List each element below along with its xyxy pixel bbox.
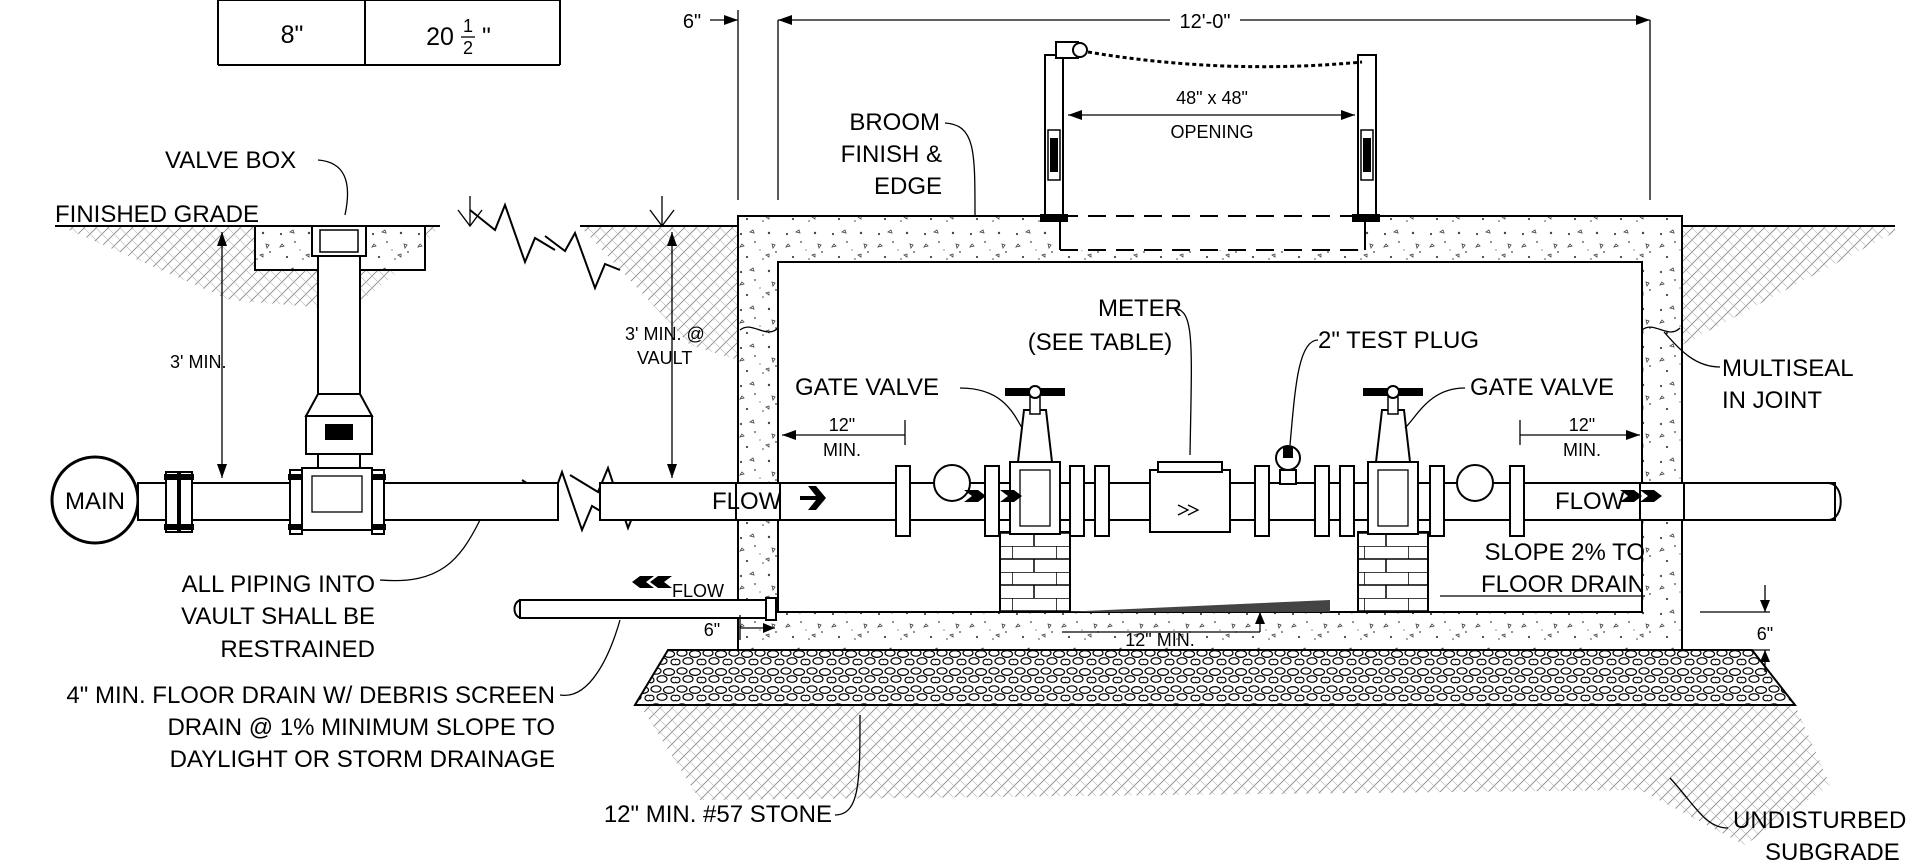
min-3ft-vault-label-2: VAULT xyxy=(637,348,692,368)
dimension-lines xyxy=(217,10,1770,672)
stone-label: 12" MIN. #57 STONE xyxy=(604,801,832,828)
min12-right-label-1: 12" xyxy=(1569,415,1595,435)
floor-6-label: 6" xyxy=(1757,624,1773,644)
drain-label-2: DRAIN @ 1% MINIMUM SLOPE TO xyxy=(167,714,555,741)
valve-box-assembly xyxy=(254,225,426,469)
size-table: 8" 20 1 2 " xyxy=(217,0,561,66)
min12-left-label-1: 12" xyxy=(829,415,855,435)
main-label: MAIN xyxy=(65,488,125,515)
broom-label-3: EDGE xyxy=(874,173,942,200)
width-label: 12'-0" xyxy=(1180,11,1231,33)
min12-left-label-2: MIN. xyxy=(823,440,861,460)
vault-structure xyxy=(735,214,1685,651)
flow-drain-label: FLOW xyxy=(672,581,724,601)
broom-label-1: BROOM xyxy=(849,109,940,136)
meter-label-2: (SEE TABLE) xyxy=(1028,329,1173,356)
drain-label-3: DAYLIGHT OR STORM DRAINAGE xyxy=(170,746,555,773)
leader-lines xyxy=(317,122,1729,829)
gate-valve-right-label: GATE VALVE xyxy=(1470,374,1614,401)
min12-right-label-2: MIN. xyxy=(1563,440,1601,460)
gate-valve-left-label: GATE VALVE xyxy=(795,374,939,401)
table-dim-whole: 20 xyxy=(426,23,454,51)
wall-thickness-label: 6" xyxy=(683,11,701,33)
test-plug-label: 2" TEST PLUG xyxy=(1318,327,1479,354)
floor-drain-pipe xyxy=(513,597,777,621)
table-dim-den: 2 xyxy=(463,38,473,58)
grade-markers xyxy=(457,196,675,228)
min-3ft-label: 3' MIN. xyxy=(170,352,226,372)
slope-label-2: FLOOR DRAIN xyxy=(1481,571,1645,598)
floor-min12-label: 12" MIN. xyxy=(1125,630,1194,650)
restrained-label-2: VAULT SHALL BE xyxy=(181,603,375,630)
finished-grade-label: FINISHED GRADE xyxy=(55,201,259,228)
hatch-frame xyxy=(1040,41,1380,222)
subgrade-label-2: SUBGRADE xyxy=(1765,839,1900,865)
multiseal-label-2: IN JOINT xyxy=(1722,387,1822,414)
flow-right-label: FLOW xyxy=(1555,488,1625,515)
restrained-label-1: ALL PIPING INTO xyxy=(182,571,375,598)
table-dim-unit: " xyxy=(482,23,491,51)
min-3ft-vault-label-1: 3' MIN. @ xyxy=(625,324,705,344)
vault-fittings xyxy=(895,385,1525,613)
labels: FINISHED GRADE VALVE BOX 3' MIN. 3' MIN.… xyxy=(55,8,1906,865)
multiseal-label-1: MULTISEAL xyxy=(1722,355,1854,382)
table-dim-num: 1 xyxy=(463,16,473,36)
slope-label-1: SLOPE 2% TO xyxy=(1484,539,1645,566)
table-size-cell: 8" xyxy=(281,21,304,49)
opening-label-1: 48" x 48" xyxy=(1176,88,1248,108)
broom-label-2: FINISH & xyxy=(841,141,942,168)
restrained-label-3: RESTRAINED xyxy=(220,636,375,663)
subgrade-label-1: UNDISTURBED xyxy=(1733,807,1906,834)
opening-label-2: OPENING xyxy=(1170,122,1253,142)
valve-box-label: VALVE BOX xyxy=(165,147,296,174)
drain-6-label: 6" xyxy=(704,620,720,640)
flow-left-label: FLOW xyxy=(712,488,782,515)
flow-arrows xyxy=(632,486,1662,588)
stone-base xyxy=(633,649,1798,706)
meter-label-1: METER xyxy=(1098,295,1182,322)
drain-label-1: 4" MIN. FLOOR DRAIN W/ DEBRIS SCREEN xyxy=(66,682,555,709)
